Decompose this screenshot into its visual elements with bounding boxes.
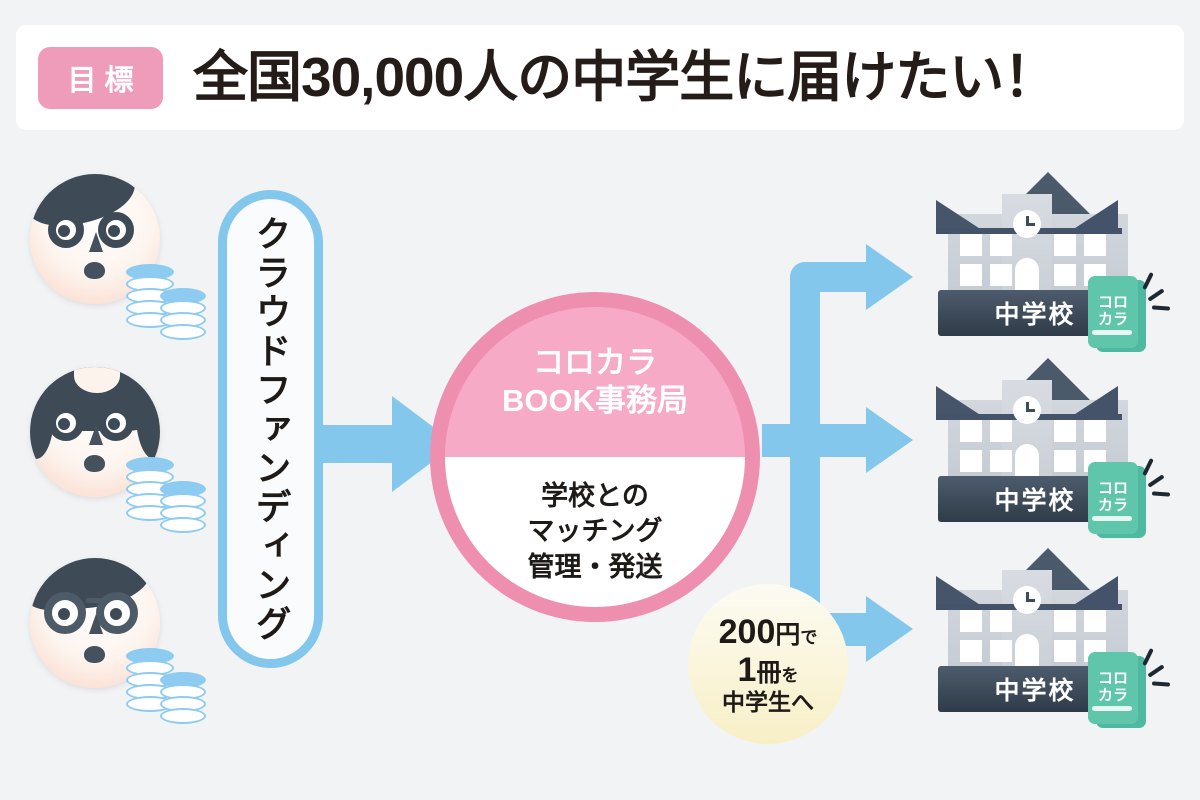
donor-glasses [22,556,207,731]
price-badge: 200 円 で 1 冊 を 中学生へ [688,584,848,744]
coin-stack-icon [126,447,206,539]
office-role-line1: 学校との [541,481,649,512]
price-recipient: 中学生へ [722,688,814,715]
goal-badge: 目標 [38,46,163,109]
mouth-icon [84,646,105,663]
branch-lead-top [805,262,873,292]
clock-icon [1013,210,1041,238]
colokara-book-icon: コロ カラ [1088,272,1171,352]
office-role: 学校との マッチング 管理・発送 [445,457,745,607]
branch-lead-middle [805,424,873,457]
arrow-head-middle-icon [866,407,913,473]
price-currency: 円 [775,620,801,649]
face-short-hair-icon [30,174,160,304]
nose-icon [89,425,103,445]
crowdfunding-label: クラウドファンディング [250,214,292,644]
school-card: 中学校 コロ カラ [928,358,1178,543]
school-card: 中学校 コロ カラ [928,172,1178,357]
book-label-line2: カラ [1097,311,1128,328]
office-role-line3: 管理・発送 [527,551,663,582]
book-label-line1: コロ [1097,670,1128,688]
office-role-line2: マッチング [527,516,663,547]
school-card: 中学校 コロ カラ [928,548,1178,733]
office-title-line1: コロカラ [533,344,657,380]
price-amount: 200 [718,612,776,651]
clock-icon [1013,396,1041,424]
coin-stack-icon [126,254,206,346]
book-label-line2: カラ [1097,497,1128,514]
price-counter: 冊 [756,658,782,687]
arrow-head-bottom-icon [866,596,913,662]
header-card: 目標 全国30,000人の中学生に届けたい！ [16,25,1184,130]
mouth-icon [84,262,105,279]
book-label-line1: コロ [1097,294,1128,312]
colokara-book-icon: コロ カラ [1088,458,1171,538]
coin-stack-icon [126,638,206,730]
mouth-icon [84,455,105,472]
glasses-bridge-icon [86,598,104,603]
book-label-line1: コロ [1097,480,1128,498]
colokara-book-icon: コロ カラ [1088,648,1171,728]
clock-icon [1013,586,1041,614]
office-title-line2: BOOK事務局 [502,383,688,418]
price-particle-wo: を [781,665,799,685]
nose-icon [89,232,103,252]
donor-woman [22,365,207,540]
page-title: 全国30,000人の中学生に届けたい！ [193,46,1058,108]
price-particle-de: で [800,627,818,647]
crowdfunding-pill: クラウドファンディング [218,190,323,668]
book-label-line2: カラ [1097,687,1128,704]
price-count: 1 [737,650,757,689]
donor-young-man [22,172,207,347]
arrow-head-top-icon [866,244,913,310]
office-circle: コロカラ BOOK事務局 学校との マッチング 管理・発送 [430,292,760,622]
office-title: コロカラ BOOK事務局 [445,307,745,457]
